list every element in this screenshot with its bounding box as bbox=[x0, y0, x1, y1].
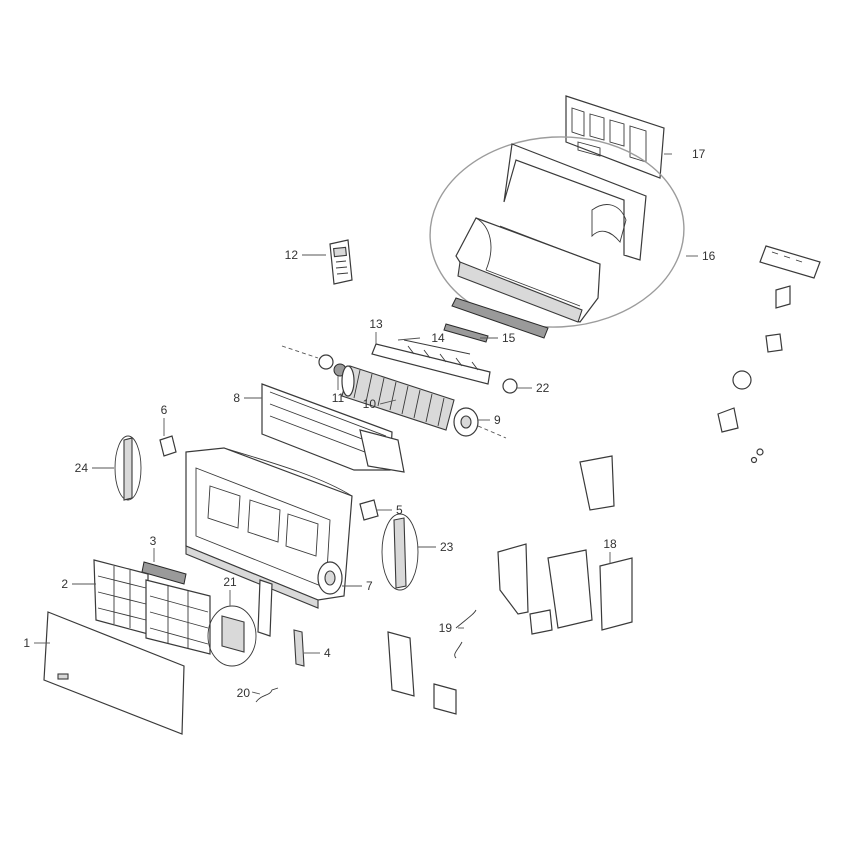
axis-line-left bbox=[281, 345, 319, 359]
part-9-fan-motor bbox=[453, 407, 479, 437]
part-16-chassis bbox=[455, 143, 647, 323]
part-5-clip bbox=[359, 499, 379, 521]
callout-19: 19 bbox=[439, 621, 453, 635]
callout-24: 24 bbox=[75, 461, 89, 475]
callout-2: 2 bbox=[61, 577, 68, 591]
axis-line-right bbox=[477, 425, 507, 439]
callout-12: 12 bbox=[285, 248, 299, 262]
part-17-mounting-plate bbox=[565, 95, 665, 179]
callout-10: 10 bbox=[363, 397, 377, 411]
part-22-bushing bbox=[502, 378, 518, 394]
callout-17: 17 bbox=[692, 147, 706, 161]
part-8-evaporator bbox=[261, 383, 405, 473]
callout-9: 9 bbox=[494, 413, 501, 427]
part-16-highlight-ellipse bbox=[429, 136, 685, 328]
leader-lines bbox=[34, 153, 698, 695]
part-13-14-louver bbox=[371, 339, 491, 385]
callout-1: 1 bbox=[23, 636, 30, 650]
part-24-panel-part bbox=[114, 435, 142, 501]
callout-7: 7 bbox=[366, 579, 373, 593]
callout-15: 15 bbox=[502, 331, 516, 345]
callout-21: 21 bbox=[223, 575, 237, 589]
callout-3: 3 bbox=[150, 534, 157, 548]
part-4-bracket bbox=[293, 629, 305, 667]
part-7-motor bbox=[317, 561, 343, 595]
callout-14: 14 bbox=[431, 331, 445, 345]
callout-16: 16 bbox=[702, 249, 716, 263]
electrical-parts-lower bbox=[387, 609, 477, 715]
callout-11: 11 bbox=[332, 391, 345, 405]
part-10-cross-flow-fan bbox=[341, 365, 455, 431]
part-11-bearing bbox=[318, 354, 347, 377]
part-1-front-panel bbox=[43, 611, 185, 735]
part-21-display-board bbox=[207, 605, 257, 667]
part-12-remote-control bbox=[329, 239, 353, 285]
callout-23: 23 bbox=[440, 540, 454, 554]
part-hinge bbox=[257, 579, 273, 637]
part-18-cover bbox=[599, 557, 633, 631]
part-3-strip bbox=[141, 561, 187, 585]
part-15-strip bbox=[443, 297, 549, 343]
callout-20: 20 bbox=[237, 686, 251, 700]
callout-8: 8 bbox=[233, 391, 240, 405]
main-chassis bbox=[185, 447, 353, 609]
callout-22: 22 bbox=[536, 381, 550, 395]
callout-18: 18 bbox=[603, 537, 617, 551]
callout-4: 4 bbox=[324, 646, 331, 660]
part-23-side-panel bbox=[381, 513, 419, 591]
control-box-group bbox=[497, 455, 633, 635]
right-small-parts bbox=[717, 245, 821, 464]
callout-13: 13 bbox=[369, 317, 383, 331]
callout-5: 5 bbox=[396, 503, 403, 517]
callout-6: 6 bbox=[161, 403, 168, 417]
part-6-connector bbox=[159, 435, 177, 457]
part-20-wire bbox=[255, 687, 279, 703]
part-2-air-filter bbox=[93, 559, 211, 655]
